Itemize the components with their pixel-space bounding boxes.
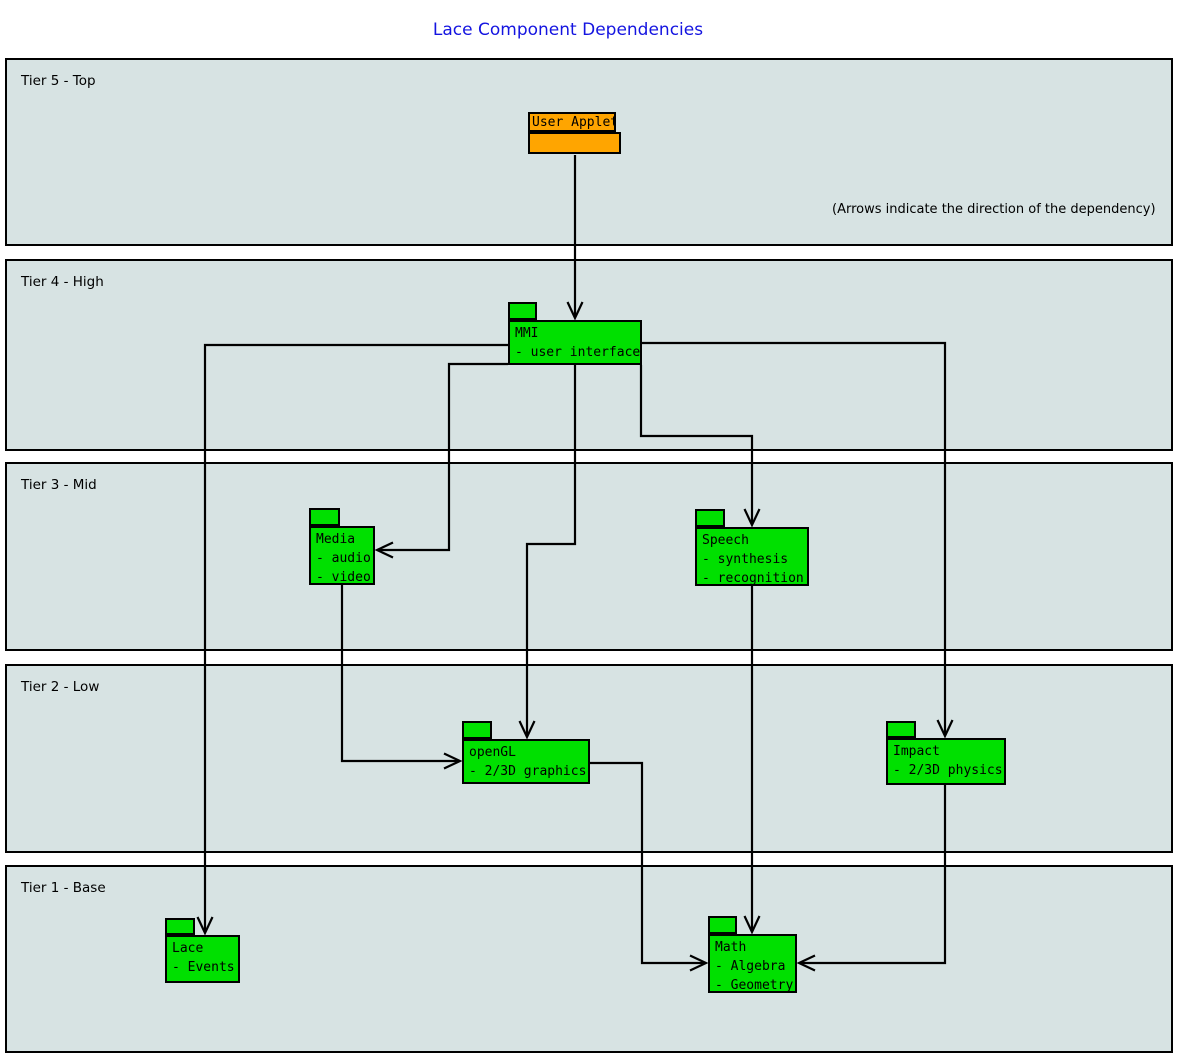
node-opengl-body: openGL - 2/3D graphics: [462, 739, 590, 784]
node-mmi-body: MMI - user interface: [508, 320, 642, 365]
tier-label: Tier 3 - Mid: [21, 477, 97, 493]
dependency-direction-note: (Arrows indicate the direction of the de…: [832, 202, 1156, 217]
node-impact-body: Impact - 2/3D physics: [886, 738, 1006, 785]
node-speech-tab: [695, 509, 725, 527]
node-lace-item: - Events: [172, 960, 235, 975]
tier-band-4: Tier 4 - High: [5, 259, 1173, 451]
node-impact-item: - 2/3D physics: [893, 763, 1003, 778]
node-speech-body: Speech - synthesis - recognition: [695, 527, 809, 586]
node-speech-item: - recognition: [702, 571, 804, 586]
node-math-tab: [708, 916, 737, 934]
node-opengl-name: openGL: [469, 745, 516, 760]
node-media-name: Media: [316, 532, 356, 547]
node-media-item: - audio: [316, 551, 371, 566]
node-lace-tab: [165, 918, 195, 935]
tier-label: Tier 5 - Top: [21, 73, 96, 89]
node-media-item: - video: [316, 570, 371, 585]
node-lace-name: Lace: [172, 941, 204, 956]
node-mmi-item: - user interface: [515, 345, 641, 360]
tier-band-3: Tier 3 - Mid: [5, 462, 1173, 651]
node-user-applet-body: [528, 132, 621, 154]
node-impact-name: Impact: [893, 744, 940, 759]
node-impact-tab: [886, 721, 916, 738]
node-math-item: - Geometry: [715, 978, 794, 993]
node-media-body: Media - audio - video: [309, 526, 375, 585]
node-opengl-tab: [462, 721, 492, 739]
node-user-applet-tab: User Applet: [528, 112, 616, 132]
node-mmi-tab: [508, 302, 537, 320]
node-media-tab: [309, 508, 340, 526]
node-speech-item: - synthesis: [702, 552, 789, 567]
node-opengl-item: - 2/3D graphics: [469, 764, 587, 779]
tier-label: Tier 1 - Base: [21, 880, 106, 896]
diagram-title: Lace Component Dependencies: [432, 20, 704, 40]
tier-label: Tier 4 - High: [21, 274, 104, 290]
node-lace-body: Lace - Events: [165, 935, 240, 983]
node-speech-name: Speech: [702, 533, 749, 548]
node-user-applet-name: User Applet: [532, 115, 616, 130]
node-math-body: Math - Algebra - Geometry: [708, 934, 797, 993]
node-mmi-name: MMI: [515, 326, 539, 341]
node-math-name: Math: [715, 940, 747, 955]
node-math-item: - Algebra: [715, 959, 786, 974]
tier-label: Tier 2 - Low: [21, 679, 100, 695]
